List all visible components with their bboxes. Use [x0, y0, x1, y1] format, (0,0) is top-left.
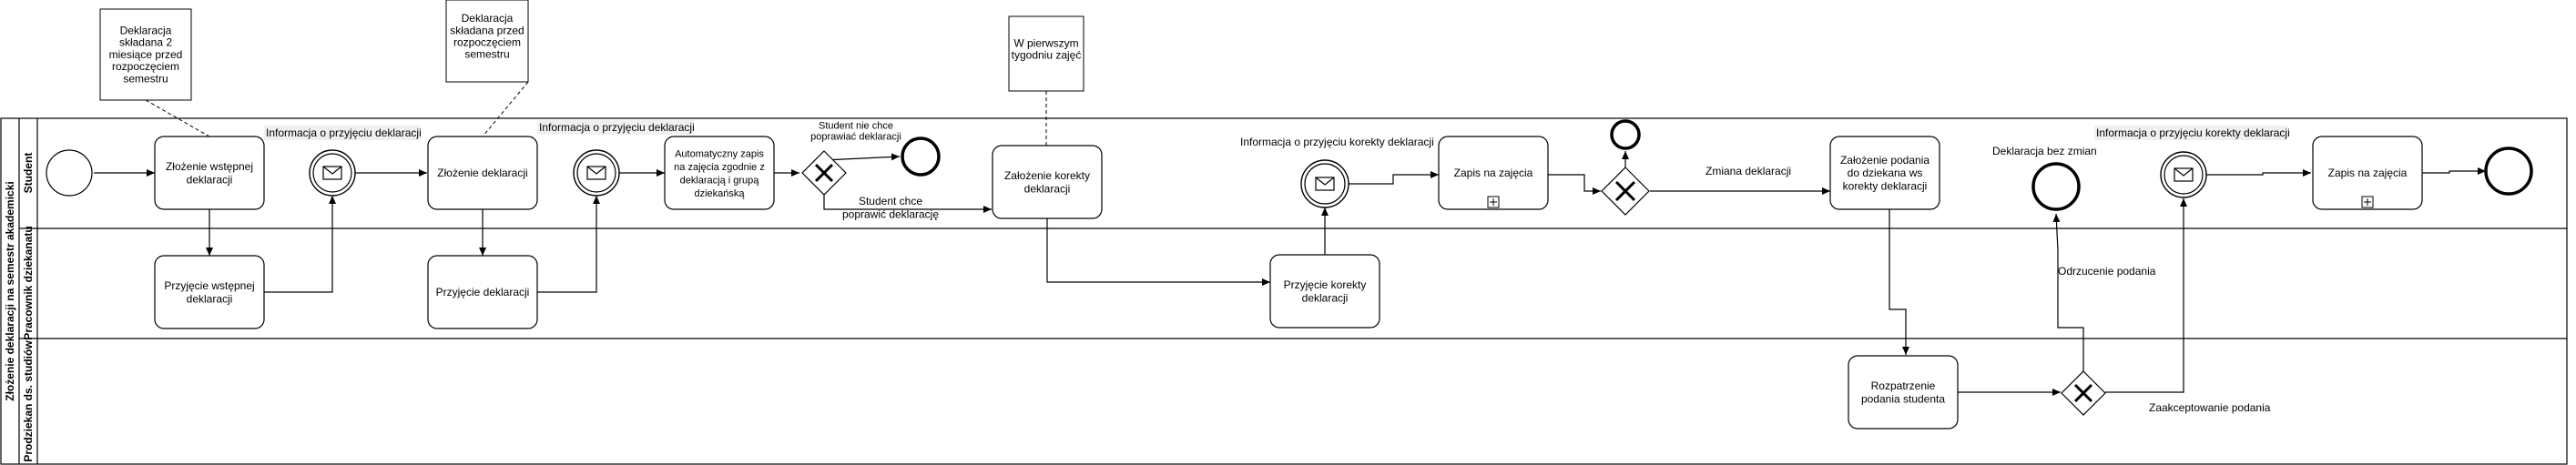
task-przyjecie-deklaracji: Przyjęcie deklaracji: [427, 255, 538, 329]
label-msg1: Informacja o przyjęciu deklaracji: [266, 126, 422, 139]
text-line: Zapis na zajęcia: [1454, 167, 1533, 179]
text-line: korekty deklaracji: [1843, 180, 1928, 193]
gateway-decision: [2061, 370, 2106, 416]
text-line: do dziekana ws: [1848, 167, 1923, 179]
text-line: Zapis na zajęcia: [2328, 167, 2408, 179]
text-line: deklaracji: [1024, 182, 1071, 195]
svg-text:Przyjęcie deklaracji: Przyjęcie deklaracji: [436, 286, 530, 298]
message-event-4: [2160, 151, 2207, 198]
svg-text:Złożenie deklaracji: Złożenie deklaracji: [437, 167, 527, 179]
association-lines: [145, 81, 1047, 146]
text-line: deklaracji: [187, 292, 233, 305]
message-event-2: [573, 149, 620, 197]
text-line: składana przed: [450, 24, 524, 36]
text-line: deklaracji: [1302, 291, 1349, 304]
end-event-final: [2484, 147, 2533, 196]
label-accepted: Zaakceptowanie podania: [2149, 401, 2271, 414]
text-line: Rozpatrzenie: [1871, 379, 1936, 392]
text-line: Przyjęcie deklaracji: [436, 286, 530, 298]
text-line: Automatyczny zapis: [675, 149, 764, 160]
text-line: poprawiać deklaracji: [810, 132, 901, 143]
text-line: poprawić deklarację: [842, 207, 939, 220]
text-line: Założenie korekty: [1004, 169, 1090, 182]
end-event-no-change: [2031, 162, 2081, 211]
text-line: semestru: [123, 72, 168, 85]
text-line: Deklaracja: [120, 24, 172, 36]
task-zapis-na-zajecia-2: Zapis na zajęcia: [2312, 136, 2423, 210]
text-line: Przyjęcie wstępnej: [164, 279, 254, 292]
gateway-fix: [801, 150, 847, 196]
task-automatyczny-zapis: Automatyczny zapis na zajęcia zgodnie z de…: [664, 136, 775, 210]
lane-title-prodziekan: Prodziekan ds. studiów: [22, 340, 35, 462]
text-line: deklaracją i grupą: [680, 175, 760, 186]
text-line: podania studenta: [1861, 392, 1945, 405]
label-msg2: Informacja o przyjęciu deklaracji: [539, 121, 695, 134]
text-line: miesiące przed: [109, 48, 183, 61]
text-line: Założenie podania: [1840, 154, 1929, 167]
label-change: Zmiana deklaracji: [1705, 165, 1791, 177]
task-zlozenie-deklaracji: Złożenie deklaracji: [427, 136, 538, 210]
text-line: Student nie chce: [819, 121, 893, 132]
text-line: rozpoczęciem: [453, 35, 521, 48]
text-line: dziekańską: [694, 188, 745, 199]
text-line: W pierwszym: [1013, 36, 1078, 49]
text-line: Złożenie deklaracji: [437, 167, 527, 179]
text-line: tygodniu zajęć: [1012, 48, 1082, 61]
text-line: Złożenie wstępnej: [166, 160, 253, 173]
svg-text:Zapis na zajęcia: Zapis na zajęcia: [1454, 167, 1533, 179]
text-line: deklaracji: [187, 173, 233, 186]
svg-text:Zapis na zajęcia: Zapis na zajęcia: [2328, 167, 2408, 179]
text-line: Przyjęcie korekty: [1284, 278, 1367, 291]
text-line: Student chce: [859, 195, 922, 207]
flows: [94, 151, 2486, 396]
gateway-change: [1601, 167, 1650, 216]
pool-title: Złożenie deklaracji na semestr akademick…: [4, 181, 16, 400]
message-event-3: [1300, 159, 1349, 208]
label-msg4: Informacja o przyjęciu korekty deklaracj…: [2096, 126, 2290, 139]
message-event-1: [309, 149, 356, 197]
text-line: Deklaracja: [462, 12, 514, 25]
label-no-change: Deklaracja bez zmian: [1992, 145, 2097, 157]
task-zapis-na-zajecia-1: Zapis na zajęcia: [1438, 136, 1549, 210]
text-line: rozpoczęciem: [112, 60, 179, 73]
text-line: na zajęcia zgodnie z: [674, 162, 765, 173]
end-event-after-enrol: [1610, 119, 1641, 150]
lane-title-student: Student: [22, 153, 35, 194]
text-line: semestru: [464, 48, 509, 61]
label-msg3: Informacja o przyjęciu korekty deklaracj…: [1240, 136, 1434, 148]
label-rejected: Odrzucenie podania: [2058, 265, 2156, 278]
end-event-no-fix: [901, 136, 941, 177]
start-event: [46, 149, 93, 197]
text-line: składana 2: [119, 36, 172, 49]
lane-title-pracownik: Pracownik dziekanatu: [22, 226, 35, 339]
